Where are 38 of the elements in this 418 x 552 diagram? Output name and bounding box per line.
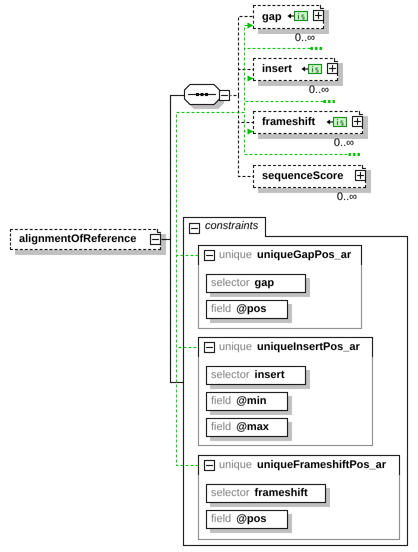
- constraint-name: uniqueInsertPos_ar: [257, 341, 360, 354]
- occurrence-label: 0..∞: [336, 191, 357, 204]
- xpath-value: @max: [236, 421, 269, 434]
- element-name: frameshift: [262, 116, 316, 129]
- element-name: alignmentOfReference: [19, 233, 136, 246]
- xpath-value: @min: [236, 395, 266, 408]
- occurrence-label: 0..∞: [334, 137, 354, 150]
- xpath-keyword: field: [211, 303, 232, 316]
- xpath-value: frameshift: [254, 487, 308, 500]
- xpath-keyword: selector: [211, 487, 250, 500]
- connector-line: [230, 95, 254, 177]
- occurrence-label: 0..∞: [294, 32, 315, 45]
- xpath-keyword: selector: [211, 277, 250, 290]
- constraint-box: [198, 245, 362, 329]
- constraint-kind: unique: [219, 341, 252, 354]
- xpath-value: @pos: [236, 513, 266, 526]
- constraints-panel: [183, 217, 408, 546]
- element-name: insert: [262, 63, 292, 76]
- occurrence-label: 0..∞: [308, 84, 329, 97]
- constraint-box: [198, 455, 400, 540]
- xpath-keyword: selector: [211, 369, 250, 382]
- xpath-keyword: field: [211, 395, 232, 408]
- dotted-end-line: [176, 112, 360, 466]
- constraint-box: [198, 337, 373, 446]
- connector-line: [161, 239, 184, 383]
- constraint-kind: unique: [219, 249, 252, 262]
- xpath-value: insert: [254, 369, 284, 382]
- element-name: sequenceScore: [262, 170, 344, 183]
- constraint-kind: unique: [219, 459, 252, 472]
- xpath-keyword: field: [211, 421, 232, 434]
- dotted-end-line: [176, 100, 335, 348]
- xpath-keyword: field: [211, 513, 232, 526]
- group-title: constraints: [205, 220, 258, 233]
- constraint-name: uniqueFrameshiftPos_ar: [257, 459, 386, 472]
- constraint-name: uniqueGapPos_ar: [257, 249, 352, 262]
- xpath-value: gap: [254, 277, 274, 290]
- element-name: gap: [262, 11, 282, 24]
- xpath-value: @pos: [236, 303, 266, 316]
